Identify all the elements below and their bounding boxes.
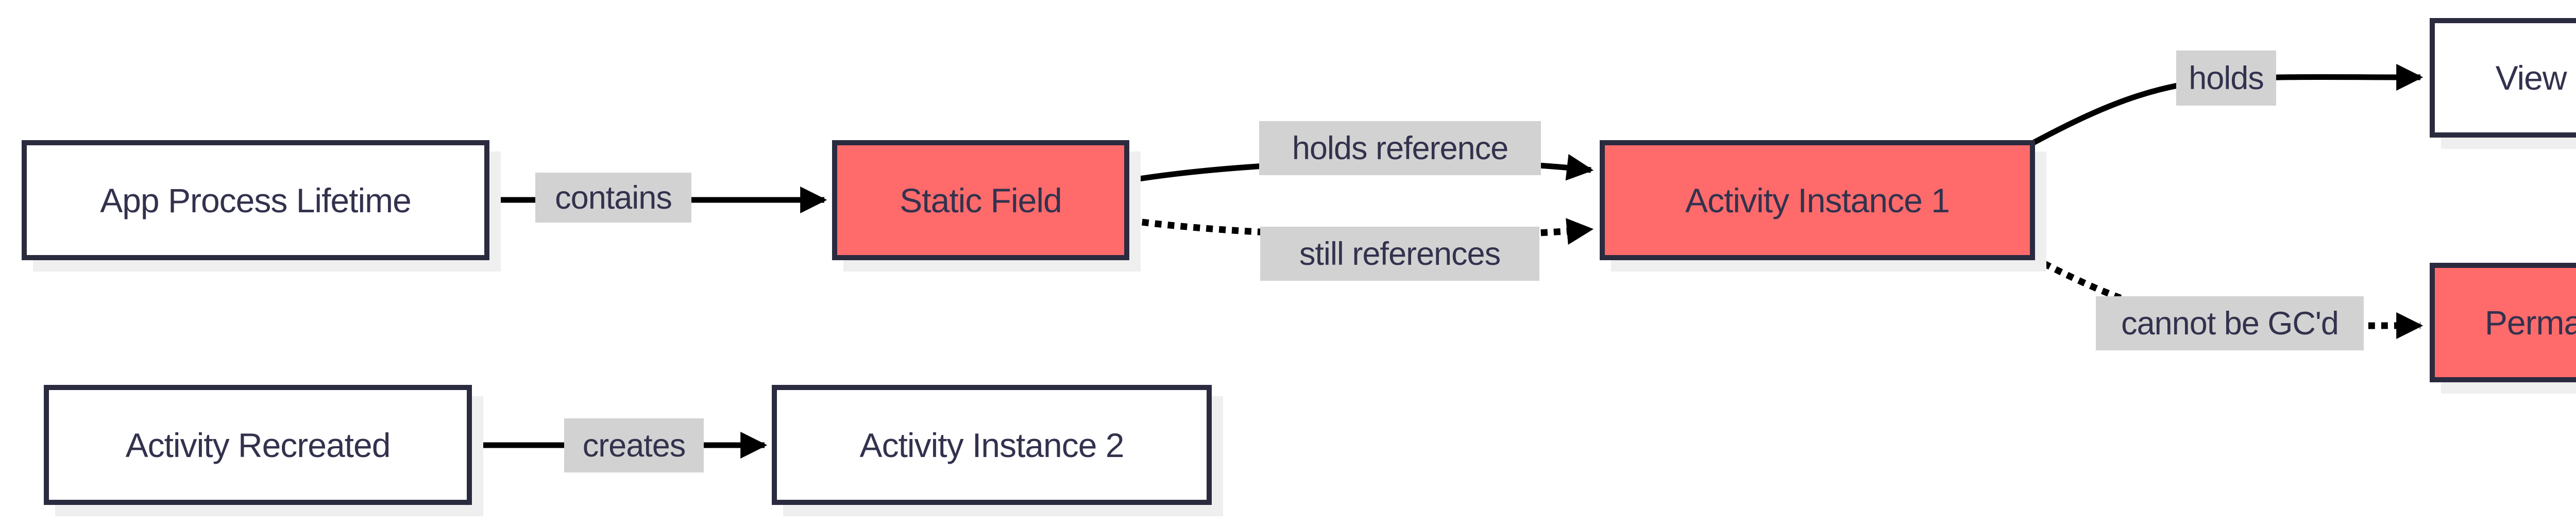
node-activity-recreated: Activity Recreated: [44, 385, 472, 505]
node-view-hierarchy: View Hierarchy: [2430, 18, 2576, 138]
edge-label-text: cannot be GC'd: [2121, 305, 2339, 342]
node-label: Activity Recreated: [125, 426, 391, 464]
node-label: View Hierarchy: [2495, 59, 2576, 97]
node-label: Permanent Leak: [2484, 303, 2576, 342]
node-label: Activity Instance 2: [859, 426, 1125, 464]
edge-label-cannot-be-gcd: cannot be GC'd: [2096, 296, 2364, 350]
edge-label-contains: contains: [535, 173, 691, 223]
edge-label-text: creates: [582, 427, 686, 464]
edge-label-holds-reference: holds reference: [1259, 121, 1541, 175]
node-static-field: Static Field: [832, 140, 1129, 260]
edge-label-text: holds: [2189, 60, 2264, 96]
node-permanent-leak: Permanent Leak: [2430, 263, 2576, 382]
edge-label-holds: holds: [2176, 50, 2276, 106]
node-label: App Process Lifetime: [100, 181, 412, 219]
node-activity-instance-2: Activity Instance 2: [772, 385, 1212, 505]
edge-label-text: contains: [555, 179, 672, 216]
edge-label-still-references: still references: [1260, 227, 1539, 281]
node-label: Static Field: [900, 181, 1062, 219]
edge-label-text: holds reference: [1292, 130, 1509, 166]
edge-label-creates: creates: [564, 418, 704, 472]
node-label: Activity Instance 1: [1685, 181, 1950, 219]
node-app-process-lifetime: App Process Lifetime: [22, 140, 489, 260]
edge-label-text: still references: [1299, 235, 1501, 272]
node-activity-instance-1: Activity Instance 1: [1600, 140, 2035, 260]
